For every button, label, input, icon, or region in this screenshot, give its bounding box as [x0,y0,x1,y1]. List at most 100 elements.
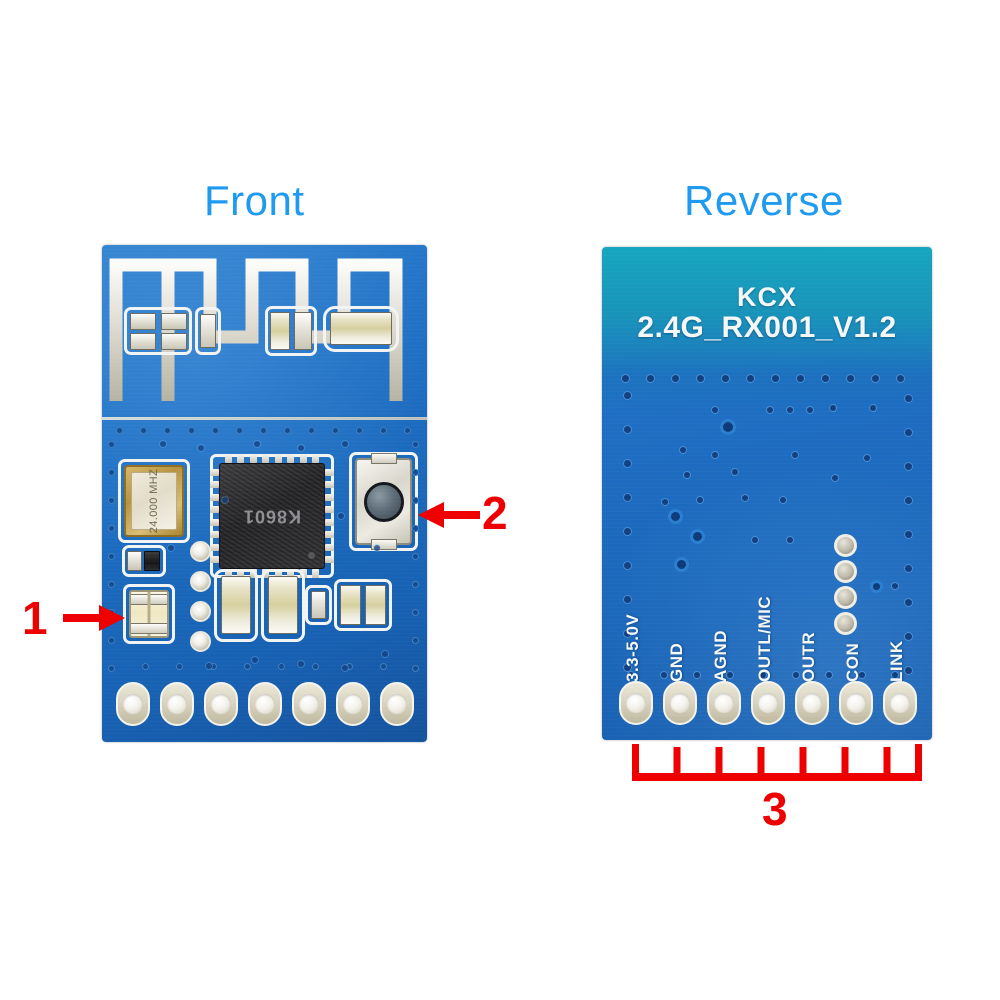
via [624,562,631,569]
silkscreen-model: 2.4G_RX001_V1.2 [637,311,897,345]
via [847,375,854,382]
via [727,672,733,678]
ic-lead [312,454,320,463]
edge-via [108,637,115,644]
button-actuator[interactable] [363,481,404,522]
edge-via [260,427,267,434]
edge-via [412,609,419,616]
ic-lead [210,518,219,526]
edge-via [108,553,115,560]
via [780,497,786,503]
smd-capacitor [161,313,187,330]
status-led [129,590,169,638]
edge-via [244,663,251,670]
via [892,583,898,589]
ic-lead [210,481,219,489]
pad-hole [211,694,231,714]
pin-pad [380,682,414,726]
led-terminal [131,623,167,634]
edge-via [380,427,387,434]
led-divider [147,592,151,636]
via [870,405,876,411]
button-solder-tab [370,539,397,550]
crystal-oscillator: 24.000 MHZ [124,465,184,537]
edge-via [164,427,171,434]
ic-lead [325,506,334,514]
via [752,537,758,543]
via [742,495,748,501]
pad-hole [387,694,407,714]
pin-pad [292,682,326,726]
front-pcb-board: 24.000 MHZ K8601 [102,245,427,742]
through-hole-pad [190,571,211,592]
via [905,429,912,436]
via [672,375,679,382]
edge-via [140,427,147,434]
ic-lead [274,569,282,578]
edge-via [142,663,149,670]
ic-lead [210,506,219,514]
ic-lead [262,454,270,463]
ic-lead [312,569,320,578]
ic-lead [325,518,334,526]
arrow-left-icon [418,502,480,528]
smd-resistor-dark [144,551,160,571]
silk-outline-resistor [122,545,166,577]
pad-hole [299,694,319,714]
via [787,407,793,413]
silk-outline-inductor [195,307,221,355]
silkscreen-brand: KCX [736,282,797,312]
edge-via [176,663,183,670]
via [712,452,718,458]
smd-output-capacitor [268,576,298,634]
silkscreen-part-number: KCX 2.4G_RX001_V1.2 [602,282,932,345]
test-pad [834,560,857,583]
via [628,672,634,678]
edge-via [108,497,115,504]
smd-resistor [340,585,361,625]
tactile-push-button[interactable] [355,453,412,550]
silk-outline-crystal [118,459,190,543]
via [797,375,804,382]
pin-pad [248,682,282,726]
edge-via [412,469,419,476]
pin-pad-3-3-5-0v [619,681,653,725]
via [787,537,793,543]
via [222,497,228,503]
front-view-caption: Front [204,177,305,224]
via [760,672,766,678]
via [905,497,912,504]
via [342,665,348,671]
via [905,463,912,470]
ic-pin1-dot [308,552,315,559]
via [859,672,865,678]
via [897,375,904,382]
edge-via [210,663,217,670]
via [712,407,718,413]
ic-lead [274,454,282,463]
via [298,445,304,451]
via [624,426,631,433]
edge-via [412,665,419,672]
silk-outline-resistor [305,585,332,625]
pin-label-link: LINK [887,640,906,682]
edge-via [412,581,419,588]
pin-pad [160,682,194,726]
edge-via [356,427,363,434]
edge-via [412,441,419,448]
test-pad [834,612,857,635]
edge-via [108,525,115,532]
ic-package-body: K8601 [219,463,325,569]
arrow-right-icon [63,605,125,631]
through-hole-pad [190,601,211,622]
ic-lead [325,543,334,551]
edge-via [278,663,285,670]
pin-pad [116,682,150,726]
through-hole-pad [190,541,211,562]
via [624,664,631,671]
silk-outline-resistor-pair [334,579,392,631]
via [822,375,829,382]
via [382,651,388,657]
